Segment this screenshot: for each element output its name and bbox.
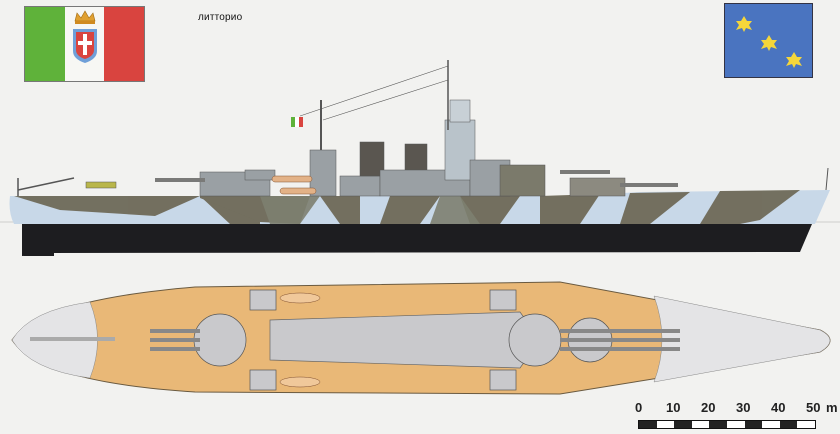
scale-tick-30: 30 (736, 400, 751, 415)
profile-hull-bottom (22, 224, 812, 256)
ship-title: литторио (198, 12, 243, 23)
scale-bar-graphic (638, 420, 816, 429)
savoy-crest-icon (72, 10, 97, 63)
scale-tick-50: 50 (806, 400, 821, 415)
scale-tick-0: 0 (635, 400, 643, 415)
scale-tick-20: 20 (701, 400, 716, 415)
flag-green-stripe (25, 7, 65, 81)
scale-bar: 0 10 20 30 40 50 m (635, 398, 838, 434)
scale-tick-10: 10 (666, 400, 681, 415)
flag-red-stripe (104, 7, 145, 81)
scale-tick-40: 40 (771, 400, 786, 415)
admiral-command-flag (724, 3, 813, 78)
italian-ensign-flag (24, 6, 145, 82)
flag-white-stripe (64, 7, 105, 81)
scale-unit: m (826, 400, 838, 415)
three-stars-icon (736, 16, 802, 68)
